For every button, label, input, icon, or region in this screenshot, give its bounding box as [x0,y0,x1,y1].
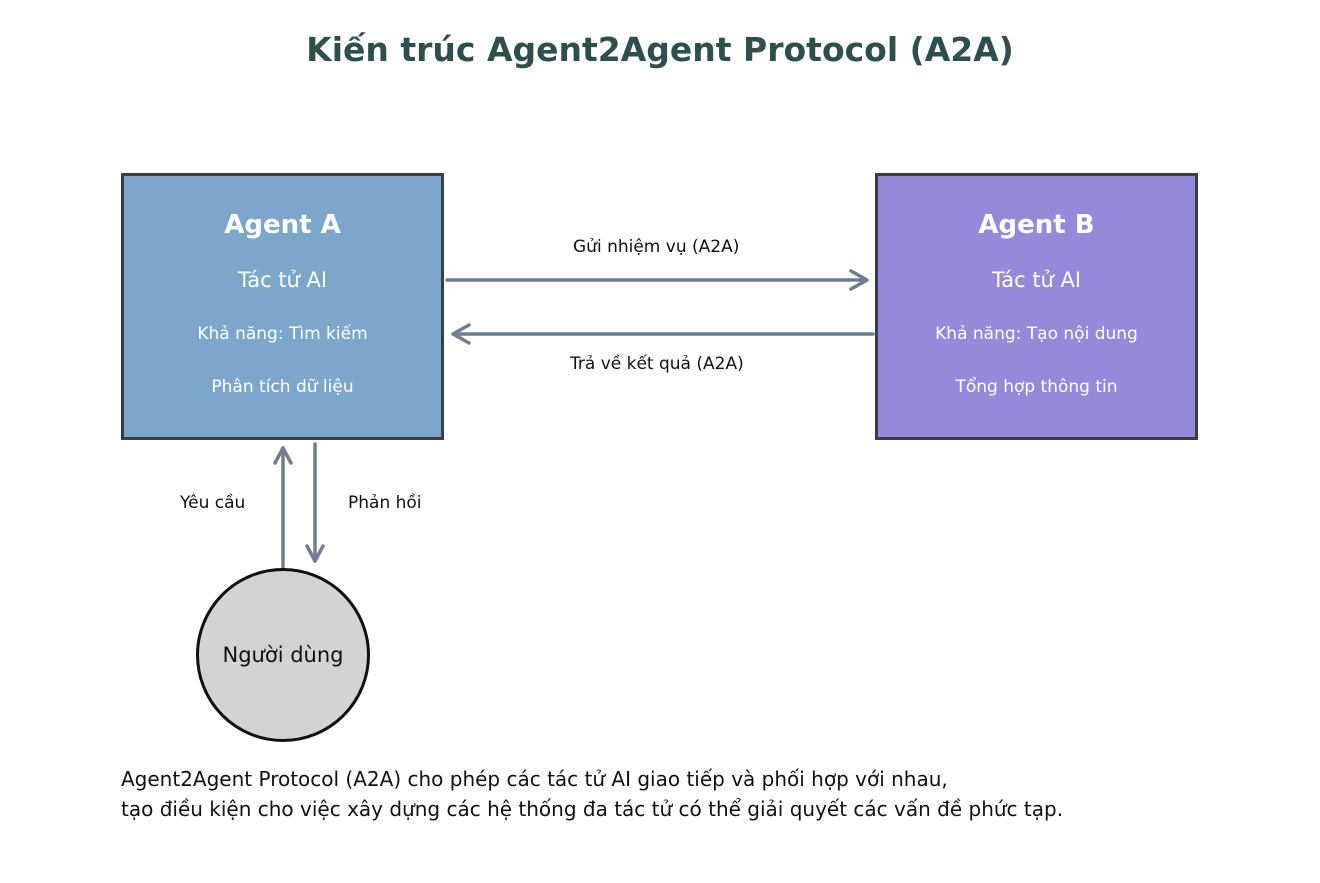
return-result-label: Trả về kết quả (A2A) [570,354,744,374]
agent-b-name: Agent B [978,210,1095,240]
agent-b-box: Agent B Tác tử AI Khả năng: Tạo nội dung… [875,173,1198,440]
agent-b-capability: Khả năng: Tạo nội dung [935,324,1138,344]
agent-a-capability: Khả năng: Tìm kiếm [197,324,368,344]
agent-a-name: Agent A [224,210,341,240]
response-label: Phản hồi [348,493,422,513]
user-label: Người dùng [222,643,344,667]
agent-a-capability-2: Phân tích dữ liệu [211,377,354,397]
agent-a-box: Agent A Tác tử AI Khả năng: Tìm kiếm Phâ… [121,173,444,440]
agent-b-type: Tác tử AI [991,268,1082,292]
description-line-2: tạo điều kiện cho việc xây dựng các hệ t… [121,797,1064,821]
request-label: Yêu cầu [180,493,246,513]
return-result-arrow [451,323,875,345]
diagram-title: Kiến trúc Agent2Agent Protocol (A2A) [306,30,1014,69]
send-task-label: Gửi nhiệm vụ (A2A) [573,237,740,257]
description-line-1: Agent2Agent Protocol (A2A) cho phép các … [121,767,948,791]
request-arrow [273,446,293,569]
agent-b-capability-2: Tổng hợp thông tin [955,377,1118,397]
user-node: Người dùng [196,568,370,742]
agent-a-type: Tác tử AI [237,268,328,292]
response-arrow [305,442,325,563]
send-task-arrow [445,269,869,291]
description: Agent2Agent Protocol (A2A) cho phép các … [121,764,1221,824]
